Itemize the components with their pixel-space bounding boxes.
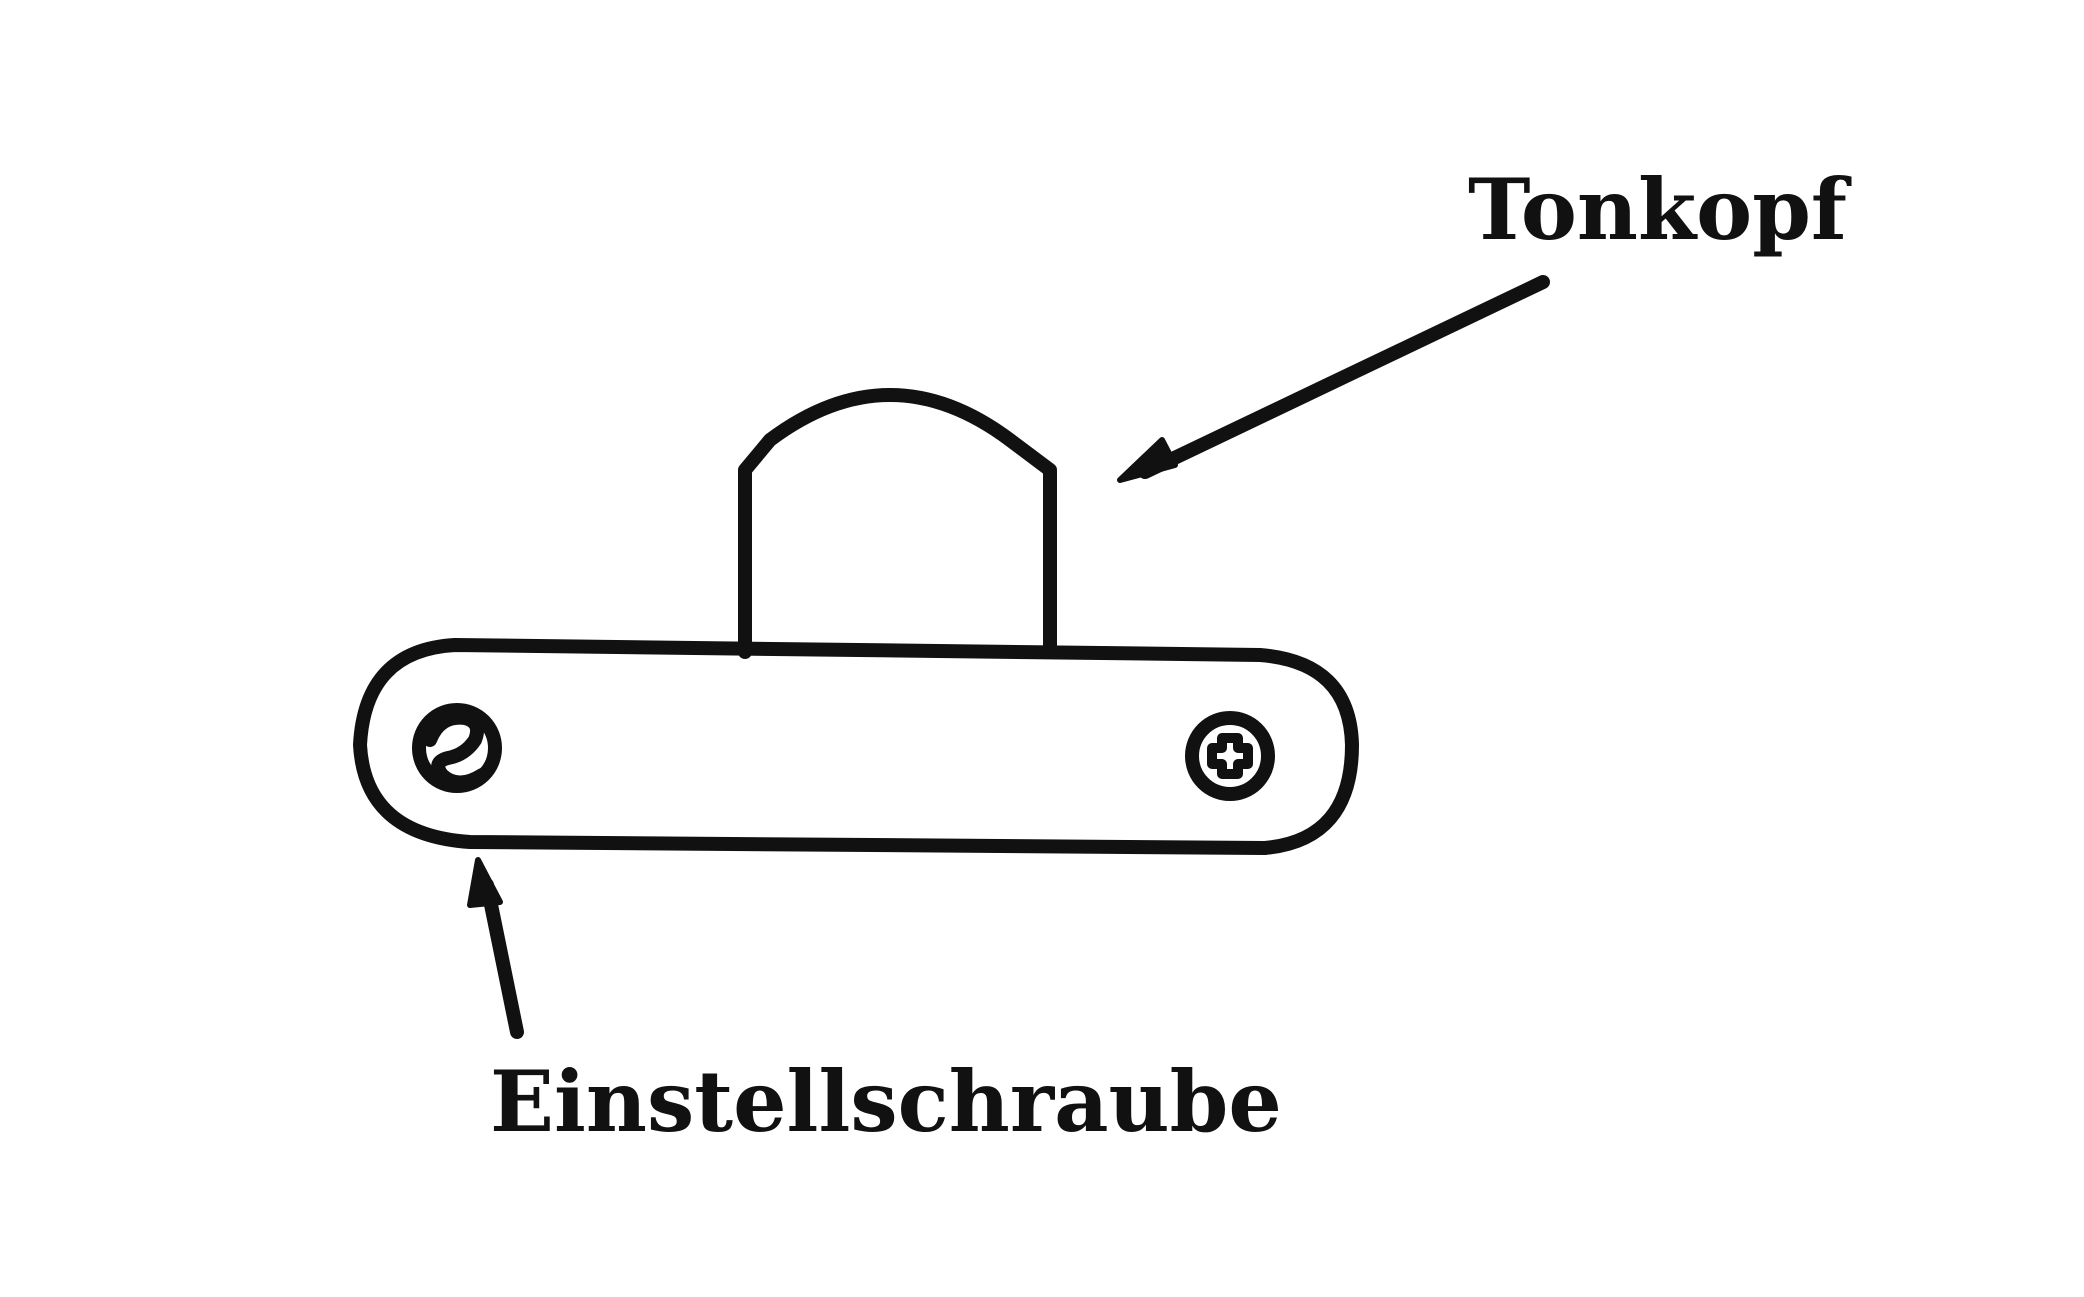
tonkopf-arrowhead	[1117, 437, 1178, 483]
einstellschraube-label: Einstellschraube	[490, 1052, 1282, 1151]
adjustment-screw-icon	[412, 703, 502, 793]
phillips-screw-icon	[1185, 711, 1275, 801]
einstellschraube-arrow	[480, 878, 524, 1039]
tonkopf-arrow	[1138, 275, 1550, 479]
tape-head-icon	[738, 388, 1057, 659]
tonkopf-label: Tonkopf	[1468, 160, 1848, 259]
mounting-plate-icon	[353, 638, 1359, 855]
einstellschraube-arrowhead	[467, 857, 503, 908]
